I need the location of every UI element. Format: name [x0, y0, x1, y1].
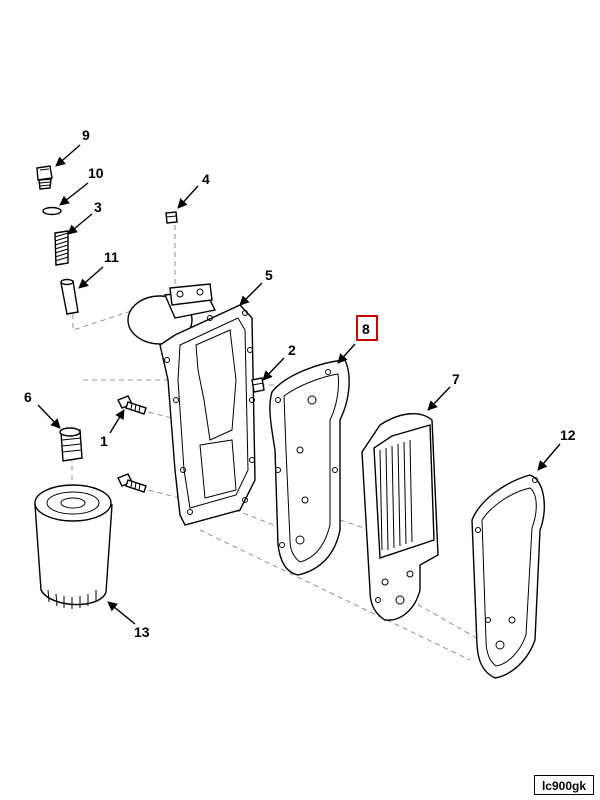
part-1-bolts	[117, 395, 147, 493]
part-6-fitting	[59, 427, 83, 462]
part-13-filter	[34, 484, 113, 609]
callout-5: 5	[265, 267, 273, 283]
callout-7: 7	[452, 371, 460, 387]
alignment-lines	[71, 225, 481, 661]
part-11-sleeve	[60, 278, 79, 315]
part-10-o-ring	[42, 206, 62, 216]
part-4-plug	[165, 211, 178, 224]
callout-11: 11	[104, 249, 119, 265]
callout-12: 12	[560, 427, 576, 443]
callout-8: 8	[362, 321, 370, 337]
callout-4: 4	[202, 171, 210, 187]
callout-6: 6	[24, 389, 32, 405]
leader-arrows	[37, 144, 561, 625]
part-3-spring	[54, 230, 69, 266]
part-2-plug	[251, 377, 265, 393]
part-9-plug	[36, 165, 53, 190]
callout-1: 1	[100, 433, 108, 449]
callout-3: 3	[94, 199, 102, 215]
part-12-gasket	[471, 474, 545, 679]
part-8-gasket	[269, 359, 350, 576]
part-5-housing	[127, 283, 256, 526]
reference-code-label: lc900gk	[534, 775, 594, 795]
callout-2: 2	[288, 342, 296, 358]
part-7-cooler-core	[361, 413, 439, 621]
callout-9: 9	[82, 127, 90, 143]
callout-8-highlight-box	[356, 315, 378, 341]
callout-13: 13	[134, 624, 150, 640]
callout-10: 10	[88, 165, 104, 181]
